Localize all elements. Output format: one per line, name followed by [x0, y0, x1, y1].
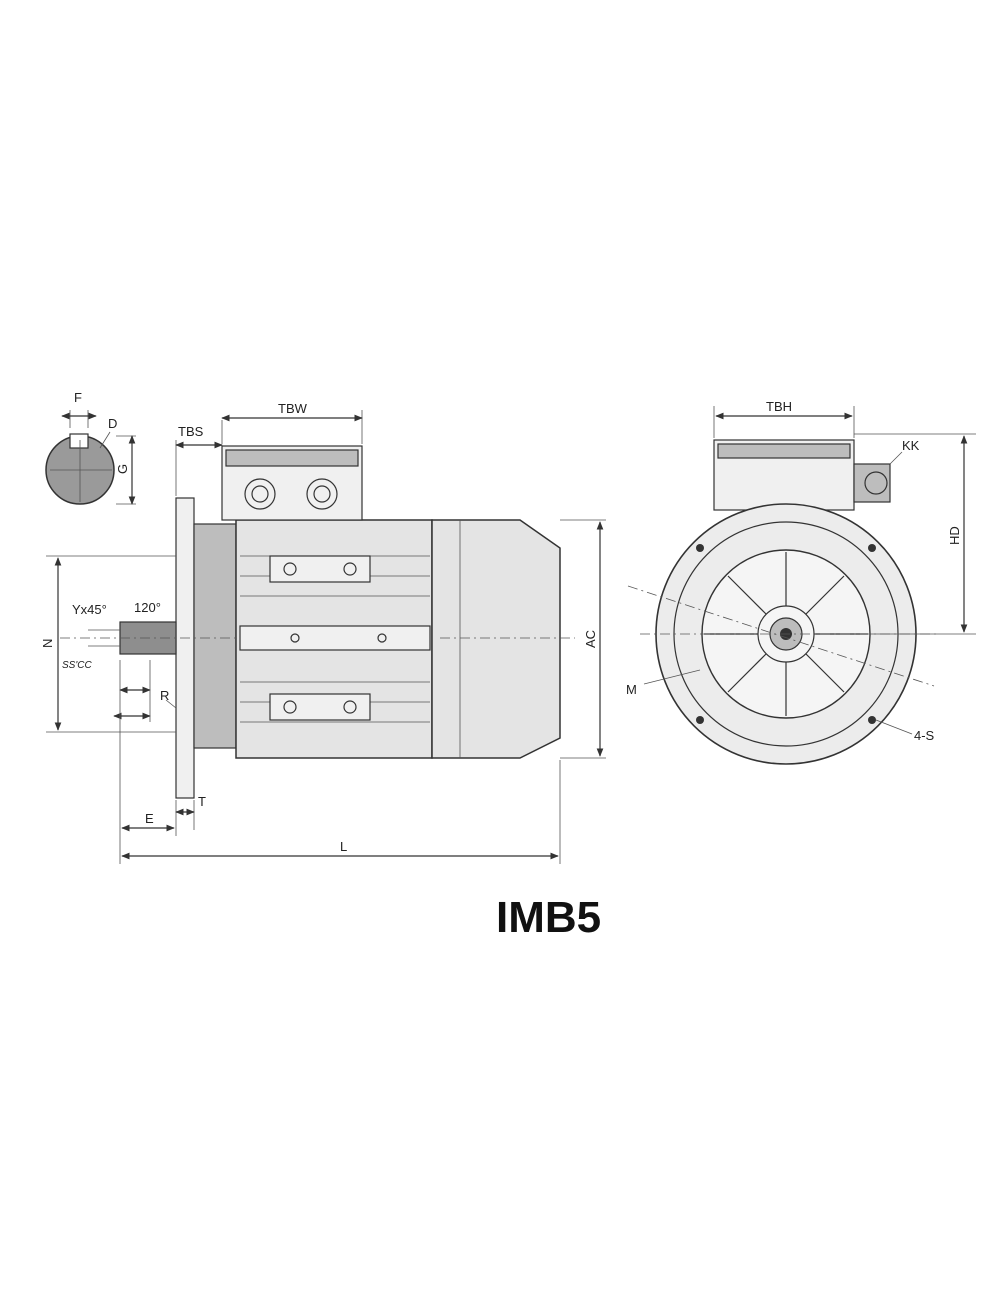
shaft-section-view: F D G — [45, 390, 136, 505]
label-n: N — [40, 639, 55, 648]
label-tbh: TBH — [766, 399, 792, 414]
label-4s: 4-S — [914, 728, 935, 743]
label-ac: AC — [583, 630, 598, 648]
side-view-dimensions: TBS TBW AC N Yx45° 120° SS'CC R E T — [40, 401, 606, 864]
label-m: M — [626, 682, 637, 697]
diagram-title: IMB5 — [496, 893, 601, 942]
label-l: L — [340, 839, 347, 854]
label-r: R — [160, 688, 169, 703]
label-f: F — [74, 390, 82, 405]
label-tbw: TBW — [278, 401, 308, 416]
label-tbs: TBS — [178, 424, 204, 439]
label-d: D — [108, 416, 117, 431]
label-t: T — [198, 794, 206, 809]
end-view-dimensions: TBH KK HD M 4-S — [626, 399, 976, 743]
motor-end-view — [627, 439, 940, 765]
motor-side-view — [60, 445, 575, 799]
label-ss: SS'CC — [62, 660, 92, 671]
label-kk: KK — [902, 438, 920, 453]
label-e: E — [145, 811, 154, 826]
label-y: Yx45° — [72, 602, 107, 617]
label-angle: 120° — [134, 600, 161, 615]
label-g: G — [115, 464, 130, 474]
label-hd: HD — [947, 526, 962, 545]
